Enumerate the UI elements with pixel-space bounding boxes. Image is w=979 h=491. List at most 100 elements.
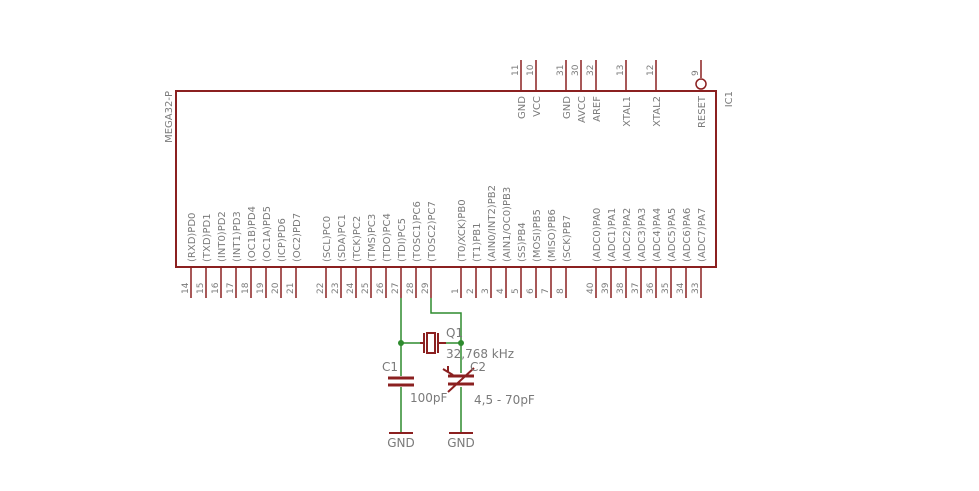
top-pin-number: 9 [691, 70, 701, 76]
c2-value: 4,5 - 70pF [474, 393, 535, 407]
gnd-label-1: GND [387, 436, 415, 450]
bottom-pin-number: 39 [601, 282, 611, 294]
bottom-pin-label: (OC1A)PD5 [262, 206, 273, 262]
bottom-pin-number: 28 [406, 282, 416, 294]
bottom-pin-number: 2 [466, 288, 476, 294]
capacitor-c1[interactable] [388, 376, 414, 387]
ic-ref: IC1 [724, 91, 735, 107]
capacitor-c2[interactable] [448, 374, 474, 386]
top-pin-label: VCC [532, 96, 543, 117]
junction-right [458, 340, 464, 346]
top-pin-label: RESET [697, 95, 708, 128]
bottom-pin-number: 35 [661, 283, 671, 294]
bottom-pin-label: (INT0)PD2 [217, 211, 228, 262]
bottom-pin-number: 17 [226, 283, 236, 294]
bottom-pin-number: 25 [361, 283, 371, 294]
gnd-label-2: GND [447, 436, 475, 450]
top-pin-label: XTAL1 [622, 96, 633, 127]
top-pin-number: 13 [616, 65, 626, 76]
bottom-pin-number: 23 [331, 283, 341, 294]
bottom-pin-label: (T0/XCK)PB0 [457, 199, 468, 262]
bottom-pin-number: 16 [211, 282, 221, 294]
bottom-pin-label: (AIN1/OC0)PB3 [502, 187, 513, 262]
bottom-pin-label: (TXD)PD1 [202, 213, 213, 262]
bottom-pin-number: 20 [271, 282, 281, 294]
c1-value: 100pF [410, 391, 448, 405]
bottom-pin-number: 7 [541, 288, 551, 294]
bottom-pin-number: 18 [241, 282, 251, 294]
bottom-pin-number: 19 [256, 282, 266, 294]
ic-name: MEGA32-P [164, 91, 175, 143]
bottom-pin-number: 1 [451, 288, 461, 294]
bottom-pin-label: (OC1B)PD4 [247, 206, 258, 262]
bottom-pin-label: (ADC6)PA6 [682, 208, 693, 262]
reset-inverter-bubble [695, 78, 707, 90]
bottom-pin-label: (TDO)PC4 [382, 213, 393, 262]
top-pin-label: XTAL2 [652, 96, 663, 127]
c2-ref: C2 [470, 360, 486, 374]
net-tosc1 [400, 298, 420, 344]
c1-ref: C1 [382, 360, 398, 374]
bottom-pin-number: 22 [316, 283, 326, 294]
bottom-pin-label: (MOSI)PB5 [532, 209, 543, 262]
bottom-pin-number: 37 [631, 283, 641, 294]
bottom-pin-label: (SCK)PB7 [562, 215, 573, 262]
bottom-pin-label: (OC2)PD7 [292, 213, 303, 262]
bottom-pin-label: (ADC0)PA0 [592, 208, 603, 262]
bottom-pin-number: 3 [481, 288, 491, 294]
bottom-pin-label: (ADC1)PA1 [607, 208, 618, 262]
bottom-pin-label: (ADC7)PA7 [697, 208, 708, 262]
bottom-pin-label: (T1)PB1 [472, 222, 483, 262]
top-pin-number: 11 [511, 65, 521, 76]
bottom-pin-label: (TOSC2)PC7 [427, 201, 438, 262]
top-pin-number: 12 [646, 65, 656, 76]
bottom-pin-number: 29 [421, 282, 431, 294]
top-pin-label: GND [517, 96, 528, 119]
bottom-pin-number: 34 [676, 282, 686, 294]
top-pin-label: GND [562, 96, 573, 119]
trimmer-arrow [442, 366, 475, 393]
bottom-pin-label: (ADC4)PA4 [652, 208, 663, 262]
bottom-pin-label: (TOSC1)PC6 [412, 201, 423, 262]
bottom-pin-label: (RXD)PD0 [187, 213, 198, 262]
junction-left [398, 340, 404, 346]
bottom-pin-number: 36 [646, 282, 656, 294]
bottom-pin-label: (TMS)PC3 [367, 214, 378, 262]
bottom-pin-number: 8 [556, 288, 566, 294]
bottom-pin-number: 14 [181, 282, 191, 294]
bottom-pin-group: 14(RXD)PD015(TXD)PD116(INT0)PD217(INT1)P… [181, 185, 708, 298]
bottom-pin-number: 4 [496, 288, 506, 294]
crystal-q1[interactable] [420, 332, 446, 354]
bottom-pin-label: (MISO)PB6 [547, 209, 558, 262]
bottom-pin-label: (ADC3)PA3 [637, 208, 648, 262]
bottom-pin-number: 5 [511, 288, 521, 294]
bottom-pin-label: (ADC2)PA2 [622, 208, 633, 262]
bottom-pin-label: (ICP)PD6 [277, 218, 288, 262]
bottom-pin-label: (SS)PB4 [517, 222, 528, 262]
bottom-pin-label: (TDI)PC5 [397, 218, 408, 262]
bottom-pin-number: 24 [346, 282, 356, 294]
bottom-pin-number: 15 [196, 283, 206, 294]
bottom-pin-number: 40 [586, 282, 596, 294]
bottom-pin-label: (TCK)PC2 [352, 216, 363, 262]
crystal-ref: Q1 [446, 326, 463, 340]
bottom-pin-label: (AIN0/INT2)PB2 [487, 185, 498, 262]
top-pin-number: 30 [571, 64, 581, 76]
bottom-pin-number: 27 [391, 283, 401, 294]
crystal-value: 32,768 kHz [446, 347, 514, 361]
crystal-nets [400, 298, 462, 433]
bottom-pin-number: 33 [691, 283, 701, 294]
top-pin-group: 11GND10VCC31GND30AVCC32AREF13XTAL112XTAL… [511, 60, 708, 128]
bottom-pin-number: 21 [286, 283, 296, 294]
bottom-pin-label: (SCL)PC0 [322, 216, 333, 262]
bottom-pin-label: (SDA)PC1 [337, 214, 348, 262]
bottom-pin-label: (ADC5)PA5 [667, 208, 678, 262]
bottom-pin-label: (INT1)PD3 [232, 211, 243, 262]
top-pin-label: AVCC [577, 96, 588, 123]
ic-body[interactable] [175, 90, 717, 268]
net-tosc2 [430, 298, 462, 344]
top-pin-number: 32 [586, 65, 596, 76]
top-pin-label: AREF [592, 96, 603, 122]
bottom-pin-number: 6 [526, 288, 536, 294]
